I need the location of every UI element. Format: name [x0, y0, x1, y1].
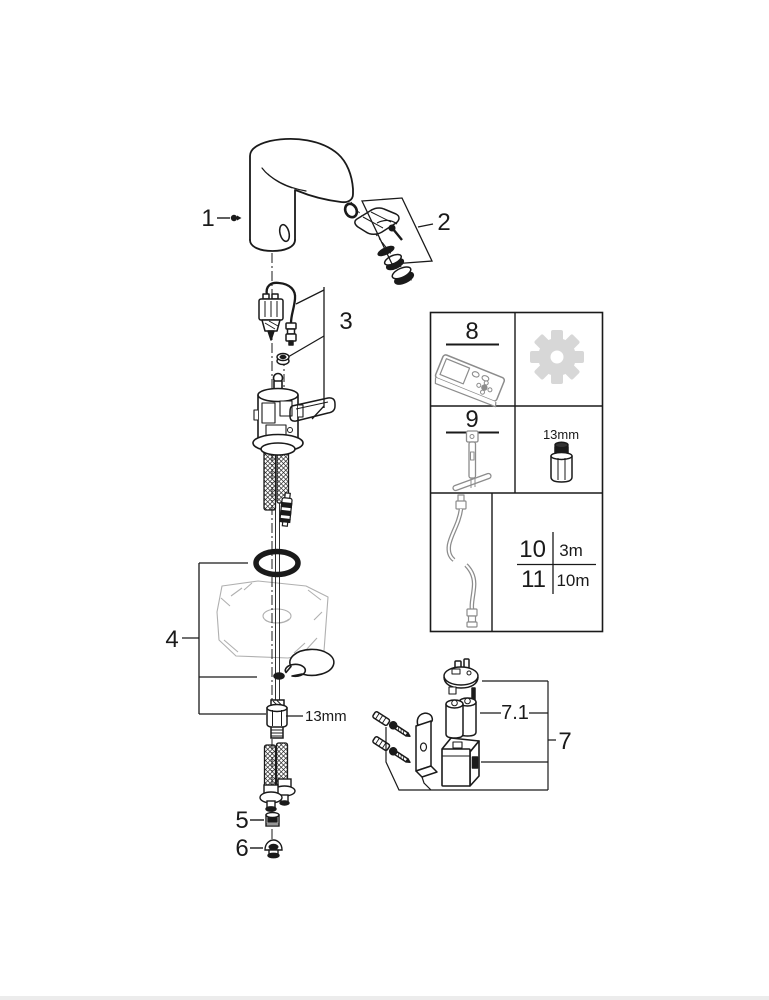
aerator-ring-2	[391, 266, 415, 285]
sensor-cable-connector	[279, 492, 293, 527]
hose-fittings	[259, 778, 296, 812]
valve-top-nut	[276, 352, 290, 366]
sensor-cable-group	[258, 281, 297, 346]
battery-lid-drawing	[443, 658, 479, 703]
mounting-washer	[273, 648, 335, 680]
aerator-o-ring	[343, 202, 359, 219]
callout-5-label: 5	[235, 807, 248, 834]
screws-anchors-drawing	[372, 711, 411, 764]
part-6-plug	[264, 839, 283, 859]
callout-7-1-label: 7.1	[501, 702, 529, 724]
callout-2-label: 2	[437, 209, 450, 236]
panel-grid	[429, 311, 604, 633]
battery-box-drawing	[441, 737, 480, 787]
callout-4-label: 4	[165, 626, 178, 653]
remote-control-icon	[434, 354, 506, 408]
callout-7-label: 7	[558, 728, 571, 755]
valve-bracket-clip	[289, 397, 336, 422]
aerator-parts-group	[343, 202, 415, 285]
solenoid-valve-group	[252, 372, 336, 456]
callout-2-frame	[361, 197, 434, 265]
part-5-nut	[265, 811, 280, 827]
accessory-panel: 8 9	[429, 311, 604, 633]
mounting-nut	[266, 699, 288, 739]
callout-10-label: 10	[519, 536, 546, 563]
callout-9-label: 9	[465, 406, 478, 433]
callout-8-label: 8	[465, 318, 478, 345]
faucet-screw-part	[230, 214, 242, 222]
callout-3-label: 3	[339, 308, 352, 335]
extension-cable-icon	[446, 494, 478, 628]
battery-assembly-group	[372, 658, 480, 787]
callout-6-label: 6	[235, 835, 248, 862]
supply-hoses-top	[263, 445, 290, 511]
socket-size-label: 13mm	[543, 427, 579, 442]
battery-pack-drawing	[445, 697, 477, 739]
faucet-body-drawing	[249, 138, 354, 252]
callout-11-label: 11	[521, 566, 546, 593]
length-10m-label: 10m	[556, 571, 589, 590]
lengths-table: 10 3m 11 10m	[517, 532, 596, 594]
o-ring-large	[253, 548, 301, 578]
gear-icon	[530, 330, 584, 384]
callout-1-label: 1	[201, 205, 214, 232]
callout-7-bracket	[385, 680, 556, 791]
callout-4-bracket	[182, 562, 266, 715]
socket-wrench-icon	[550, 441, 573, 483]
sensor-window	[278, 223, 291, 243]
footer-bar	[0, 996, 769, 1000]
mounting-tool-icon	[452, 430, 492, 492]
nut-size-label: 13mm	[305, 708, 347, 725]
mounting-bracket-drawing	[415, 712, 438, 778]
length-3m-label: 3m	[559, 541, 583, 560]
